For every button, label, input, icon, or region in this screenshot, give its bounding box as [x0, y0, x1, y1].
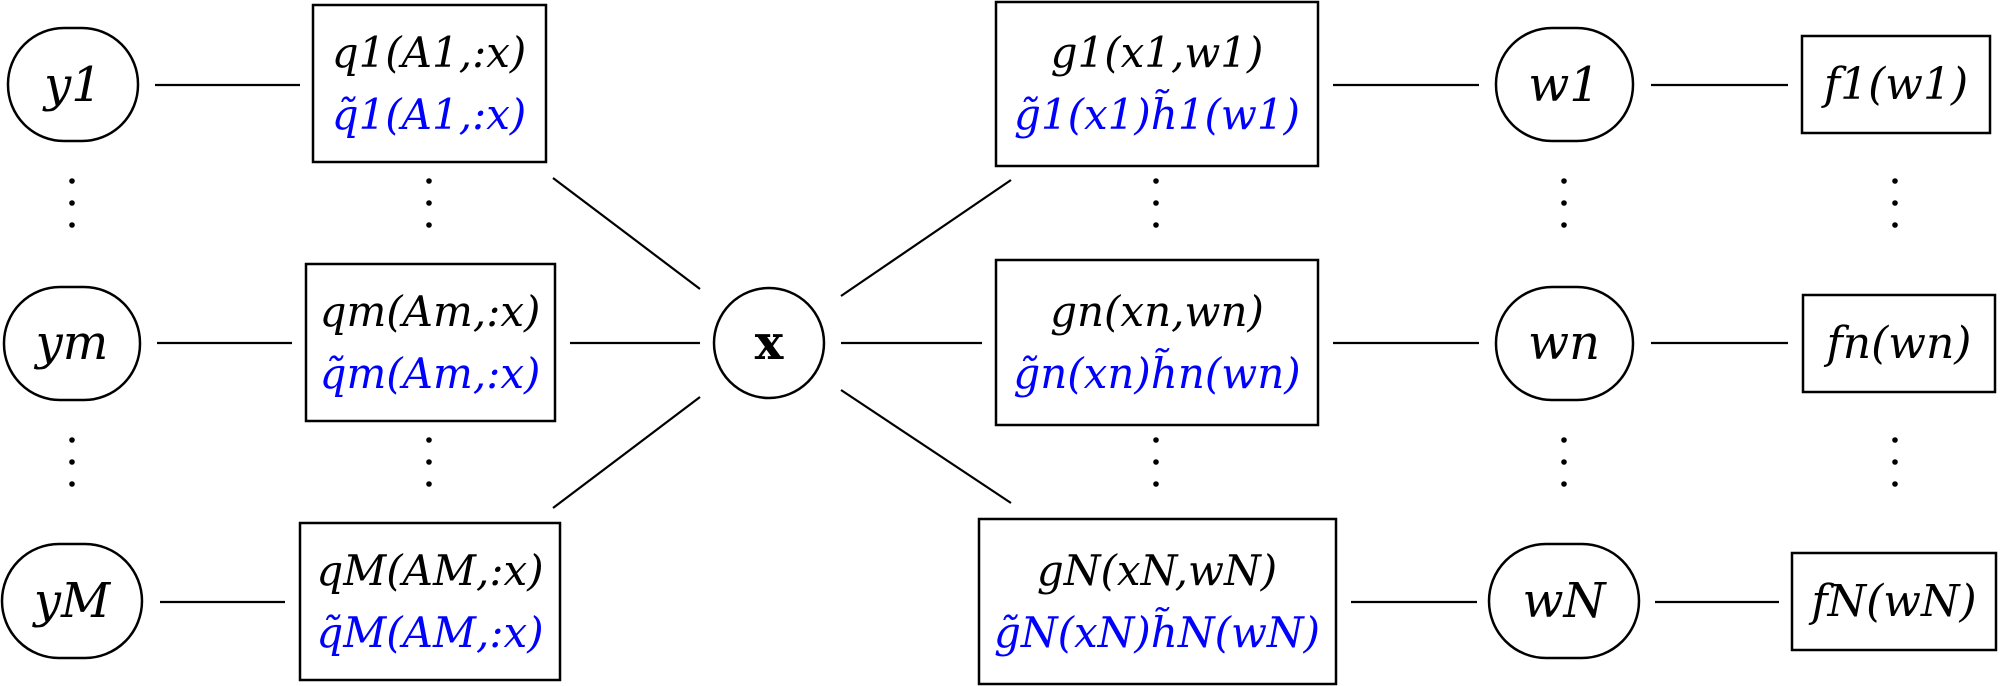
factor-g1: g1(x1,w1) g̃1(x1)h̃1(w1)	[1014, 22, 1300, 146]
label-w1: w1	[1528, 57, 1600, 113]
label-x: x	[754, 315, 784, 371]
node-ym	[2, 285, 142, 402]
edge-x-gN	[840, 389, 1012, 504]
box-fN	[1790, 551, 1998, 652]
factor-qM-approx: q̃M(AM,:x)	[316, 608, 544, 657]
factor-gn-approx: g̃n(xn)h̃n(wn)	[1013, 349, 1301, 398]
box-q1	[311, 3, 548, 164]
box-qm	[304, 262, 557, 423]
vdots-g-top	[1153, 178, 1159, 228]
box-g1	[994, 0, 1320, 168]
box-f1	[1800, 34, 1992, 135]
factor-g1-expression: g1(x1,w1)	[1050, 28, 1264, 77]
vdots-q-top	[426, 178, 432, 228]
box-gN	[977, 517, 1338, 686]
node-w1	[1494, 26, 1635, 143]
vdots-q-bottom	[426, 437, 432, 487]
box-fn	[1801, 293, 1997, 394]
factor-qm-approx: q̃m(Am,:x)	[319, 349, 541, 398]
factor-gN-approx: g̃N(xN)h̃N(wN)	[993, 608, 1321, 657]
factor-g1-approx: g̃1(x1)h̃1(w1)	[1013, 90, 1301, 139]
label-wn: wn	[1528, 315, 1600, 371]
factor-q1-expression: q1(A1,:x)	[331, 28, 527, 77]
vdots-g-bottom	[1153, 437, 1159, 487]
factor-qM: qM(AM,:x) q̃M(AM,:x)	[316, 540, 543, 664]
vdots-w-top	[1561, 178, 1567, 228]
edges	[155, 83, 1788, 604]
node-y1	[6, 26, 140, 143]
node-x	[712, 286, 826, 400]
factor-f1: f1(w1)	[1823, 59, 1969, 110]
factor-q1: q1(A1,:x) q̃1(A1,:x)	[332, 22, 527, 146]
label-ym: ym	[35, 315, 109, 371]
node-wn	[1494, 285, 1635, 402]
edge-q1-x	[552, 177, 701, 290]
label-yM: yM	[33, 573, 111, 629]
node-wN	[1487, 542, 1641, 660]
edge-qM-x	[552, 396, 701, 509]
factor-gn: gn(xn,wn) g̃n(xn)h̃n(wn)	[1013, 281, 1300, 405]
vdots-y-top	[69, 178, 75, 228]
factor-fn: fn(wn)	[1826, 318, 1972, 369]
factor-gn-expression: gn(xn,wn)	[1050, 287, 1264, 336]
factor-qm: qm(Am,:x) q̃m(Am,:x)	[320, 281, 541, 405]
box-gn	[994, 258, 1320, 427]
vdots-y-bottom	[69, 437, 75, 487]
factor-q1-approx: q̃1(A1,:x)	[331, 90, 527, 139]
factor-fN: fN(wN)	[1811, 576, 1977, 627]
factor-qm-expression: qm(Am,:x)	[319, 287, 541, 336]
box-qM	[298, 521, 562, 682]
factor-gN-expression: gN(xN,wN)	[1036, 546, 1278, 595]
ellipses	[69, 178, 1898, 487]
factor-gN: gN(xN,wN) g̃N(xN)h̃N(wN)	[994, 540, 1320, 664]
label-y1: y1	[44, 57, 102, 113]
vdots-f-top	[1892, 178, 1898, 228]
edge-x-g1	[840, 179, 1012, 297]
factor-qM-expression: qM(AM,:x)	[316, 546, 544, 595]
vdots-f-bottom	[1892, 437, 1898, 487]
vdots-w-bottom	[1561, 437, 1567, 487]
label-wN: wN	[1522, 573, 1606, 629]
node-yM	[0, 542, 144, 660]
